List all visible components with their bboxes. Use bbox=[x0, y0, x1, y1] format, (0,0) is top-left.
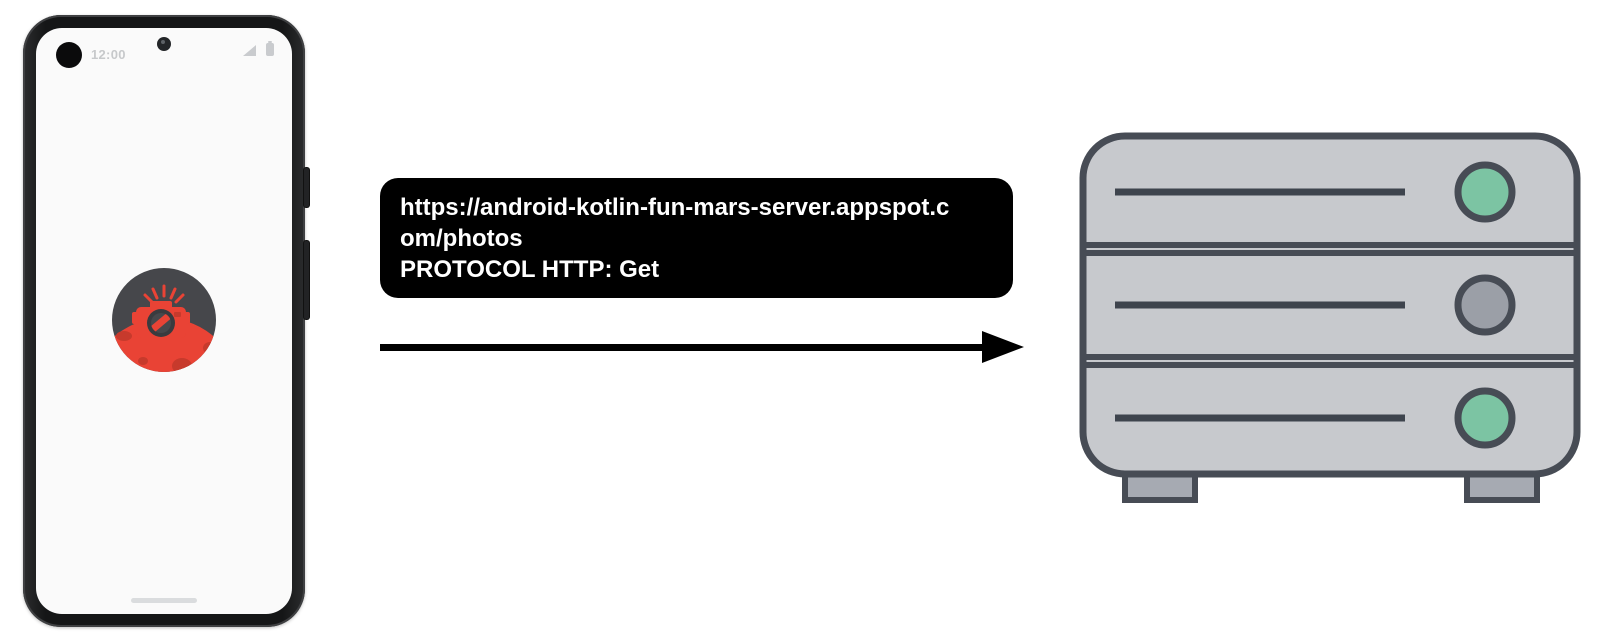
power-button bbox=[304, 241, 309, 319]
request-bubble: https://android-kotlin-fun-mars-server.a… bbox=[380, 178, 1013, 298]
arrow-head-icon bbox=[982, 331, 1024, 363]
status-bar: 12:00 bbox=[36, 28, 292, 72]
server-icon bbox=[1079, 132, 1581, 503]
phone-screen: 12:00 bbox=[36, 28, 292, 614]
server-slot-lines bbox=[1115, 188, 1405, 422]
home-indicator bbox=[131, 598, 197, 603]
front-camera-icon bbox=[157, 37, 171, 51]
request-protocol: PROTOCOL HTTP: Get bbox=[400, 256, 660, 283]
signal-icon bbox=[243, 45, 256, 56]
phone-mockup: 12:00 bbox=[23, 15, 309, 627]
volume-button bbox=[304, 168, 309, 207]
camera-icon bbox=[143, 284, 185, 304]
mars-photos-app-icon bbox=[112, 268, 216, 372]
request-url: https://android-kotlin-fun-mars-server.a… bbox=[400, 194, 950, 252]
server-led-top bbox=[1454, 161, 1516, 223]
server-led-bottom bbox=[1454, 387, 1516, 449]
arrow-right-icon bbox=[380, 344, 984, 351]
server-led-middle bbox=[1454, 274, 1516, 336]
status-time: 12:00 bbox=[91, 47, 126, 62]
status-circle-icon bbox=[56, 42, 82, 68]
battery-icon bbox=[266, 41, 274, 56]
